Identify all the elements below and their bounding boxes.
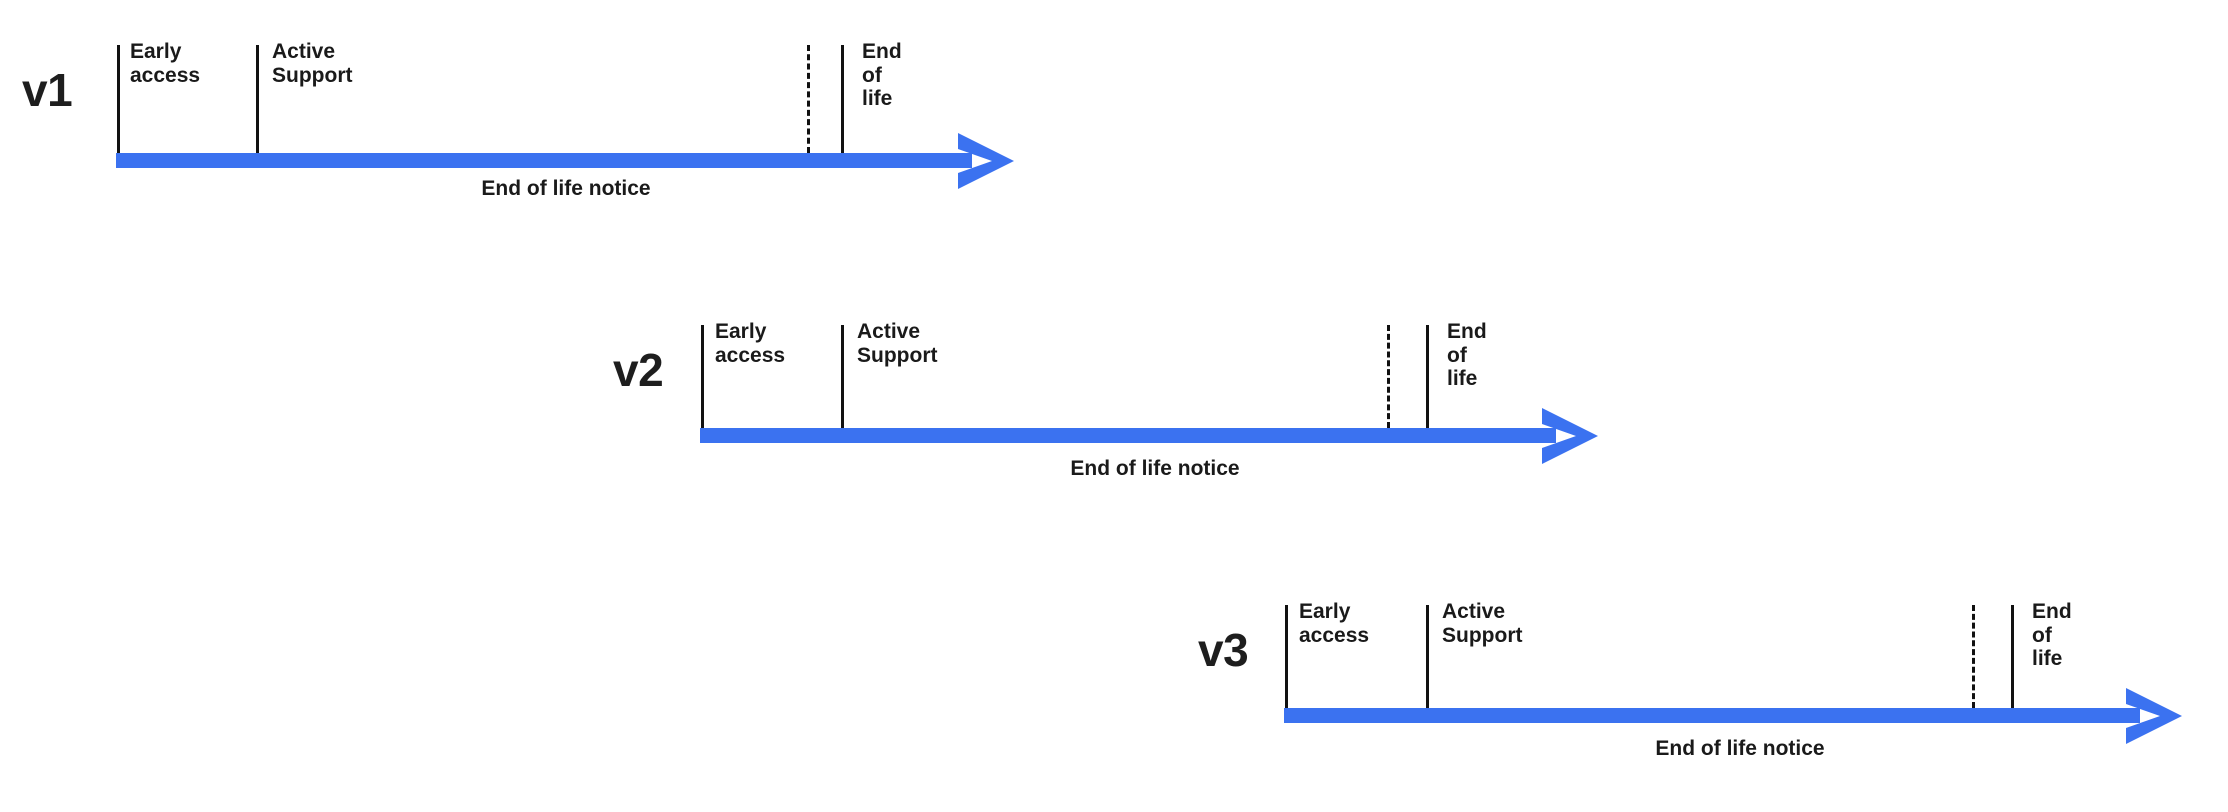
active-support-start-tick-v1 [256, 45, 259, 153]
phase-label-active-support-v1: Active Support [272, 40, 353, 87]
version-label-v2: v2 [613, 344, 664, 396]
phase-label-end-of-life-v3: End of life [2032, 600, 2072, 671]
active-support-start-tick-v2 [841, 325, 844, 428]
end-of-life-notice-label-v1: End of life notice [481, 177, 651, 200]
end-of-life-notice-tick-v1 [807, 45, 810, 153]
timeline-arrow-head-v1 [958, 133, 1014, 189]
phase-start-tick-v1 [117, 45, 120, 153]
end-of-life-notice-label-v3: End of life notice [1655, 737, 1825, 760]
end-of-life-notice-tick-v2 [1387, 325, 1390, 428]
version-label-v3: v3 [1198, 624, 1249, 676]
phase-label-early-access-v1: Early access [130, 40, 201, 87]
timeline-bar-v3 [1284, 708, 2140, 723]
phase-label-early-access-v2: Early access [715, 320, 786, 367]
end-of-life-tick-v1 [841, 45, 844, 153]
phase-start-tick-v2 [701, 325, 704, 428]
phase-start-tick-v3 [1285, 605, 1288, 708]
end-of-life-tick-v2 [1426, 325, 1429, 428]
end-of-life-notice-label-v2: End of life notice [1070, 457, 1240, 480]
active-support-start-tick-v3 [1426, 605, 1429, 708]
phase-label-active-support-v3: Active Support [1442, 600, 1523, 647]
timeline-bar-v1 [116, 153, 972, 168]
phase-label-end-of-life-v1: End of life [862, 40, 902, 111]
end-of-life-notice-tick-v3 [1972, 605, 1975, 708]
timeline-arrow-head-v3 [2126, 688, 2182, 744]
timeline-arrow-head-v2 [1542, 408, 1598, 464]
version-label-v1: v1 [22, 64, 73, 116]
phase-label-active-support-v2: Active Support [857, 320, 938, 367]
end-of-life-tick-v3 [2011, 605, 2014, 708]
timeline-bar-v2 [700, 428, 1556, 443]
phase-label-end-of-life-v2: End of life [1447, 320, 1487, 391]
phase-label-early-access-v3: Early access [1299, 600, 1370, 647]
